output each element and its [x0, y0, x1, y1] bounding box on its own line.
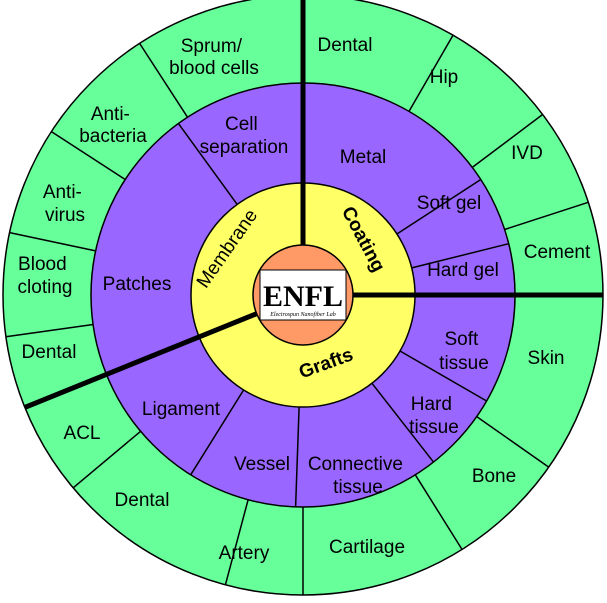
divider-line — [9, 231, 96, 252]
divider-line — [138, 42, 189, 118]
label-soft-tissue: Soft tissue — [439, 329, 489, 374]
label-vessel: Vessel — [234, 454, 290, 475]
label-patches: Patches — [103, 274, 172, 295]
label-cartilage: Cartilage — [329, 537, 405, 558]
label-dental-bottom: Dental — [115, 490, 170, 511]
divider-line — [414, 474, 463, 550]
enfl-logo: ENFL Electrospun Nanofiber Lab — [259, 269, 347, 321]
divider-line — [396, 178, 482, 235]
label-dental-left: Dental — [22, 342, 77, 363]
label-metal: Metal — [340, 147, 386, 168]
label-bone: Bone — [472, 466, 516, 487]
divider-line — [411, 242, 509, 269]
label-hip: Hip — [430, 67, 459, 88]
divider-line — [476, 415, 550, 468]
divider-line — [23, 311, 258, 410]
label-dental-top: Dental — [318, 35, 373, 56]
divider-line — [50, 130, 126, 181]
divider-line — [72, 430, 142, 489]
label-connective-tissue: Connective tissue — [308, 454, 408, 498]
label-cement: Cement — [524, 242, 591, 263]
divider-line — [224, 499, 249, 585]
divider-line — [504, 201, 589, 231]
label-ligament: Ligament — [142, 399, 221, 420]
label-sprum-blood-cells: Sprum/ blood cells — [169, 36, 259, 79]
logo-subtitle: Electrospun Nanofiber Lab — [269, 311, 335, 318]
label-acl: ACL — [64, 423, 101, 444]
label-blood-cloting: Blood cloting — [18, 254, 73, 298]
divider-line — [408, 34, 454, 112]
label-ivd: IVD — [511, 143, 543, 164]
label-cell-separation: Cell separation — [200, 114, 289, 158]
label-hard-gel: Hard gel — [427, 260, 499, 281]
major-dividers — [23, 0, 603, 410]
label-soft-gel: Soft gel — [417, 193, 481, 214]
label-hard-tissue: Hard tissue — [409, 394, 459, 438]
label-skin: Skin — [528, 348, 565, 369]
divider-line — [371, 382, 435, 463]
divider-line — [177, 123, 238, 205]
segment-dividers — [5, 34, 589, 595]
label-antivirus: Anti- virus — [43, 182, 87, 226]
label-antibacteria: Anti- bacteria — [79, 104, 147, 147]
divider-line — [190, 389, 245, 476]
logo-text: ENFL — [263, 280, 343, 313]
divider-line — [399, 350, 487, 402]
divider-line — [294, 406, 300, 507]
label-artery: Artery — [219, 543, 270, 564]
divider-line — [5, 323, 94, 338]
divider-line — [471, 113, 544, 168]
